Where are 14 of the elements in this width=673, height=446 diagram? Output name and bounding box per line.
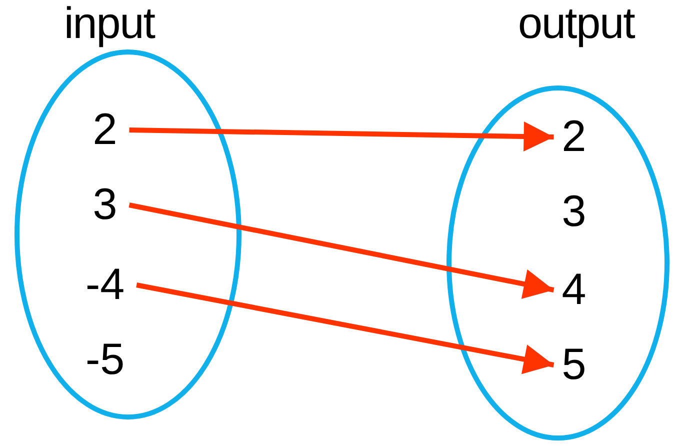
number-value: 5 xyxy=(558,342,590,388)
number-value: -5 xyxy=(81,337,129,383)
set-ellipse xyxy=(14,5,242,420)
arrow xyxy=(128,202,554,299)
number-value: 4 xyxy=(558,267,590,313)
number-value: 2 xyxy=(88,107,122,153)
arrow xyxy=(136,282,554,374)
number-value: 3 xyxy=(88,182,122,228)
set-title: input xyxy=(64,1,154,47)
number-value: -4 xyxy=(81,262,129,308)
set-title: output xyxy=(518,1,634,47)
number-value: 2 xyxy=(558,114,590,160)
number-value: 3 xyxy=(558,189,590,235)
arrow xyxy=(129,122,554,152)
